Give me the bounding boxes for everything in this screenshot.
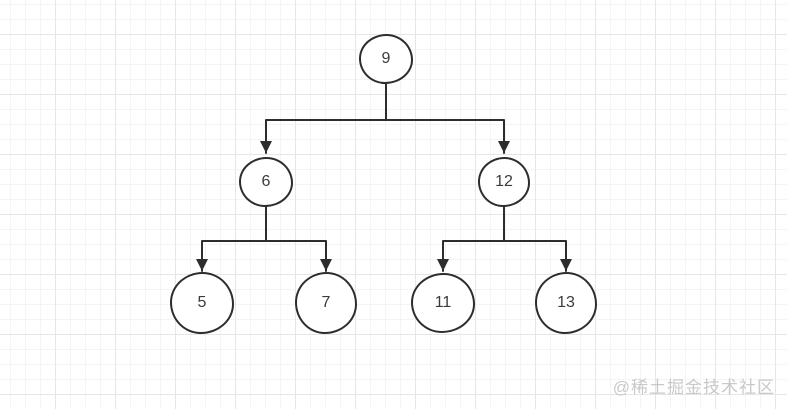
tree-node-5[interactable]: 5: [170, 272, 234, 334]
tree-edge-6-5[interactable]: [196, 206, 267, 272]
tree-edge-12-11[interactable]: [437, 206, 505, 272]
tree-edge-9-12[interactable]: [385, 83, 510, 154]
tree-edge-6-7[interactable]: [265, 206, 332, 272]
tree-edge-9-6[interactable]: [260, 83, 387, 154]
tree-edge-12-13[interactable]: [503, 206, 572, 272]
tree-node-13[interactable]: 13: [535, 272, 597, 334]
tree-node-6[interactable]: 6: [239, 157, 293, 207]
tree-node-label: 9: [381, 50, 391, 67]
tree-node-label: 7: [321, 294, 331, 311]
tree-node-label: 5: [197, 294, 207, 311]
tree-node-12[interactable]: 12: [478, 157, 530, 207]
tree-node-7[interactable]: 7: [295, 272, 357, 334]
tree-node-9[interactable]: 9: [359, 34, 413, 84]
tree-node-label: 13: [557, 294, 575, 311]
tree-node-label: 12: [495, 173, 513, 190]
tree-node-11[interactable]: 11: [411, 273, 475, 333]
tree-node-label: 6: [261, 173, 271, 190]
tree-node-label: 11: [434, 294, 452, 311]
